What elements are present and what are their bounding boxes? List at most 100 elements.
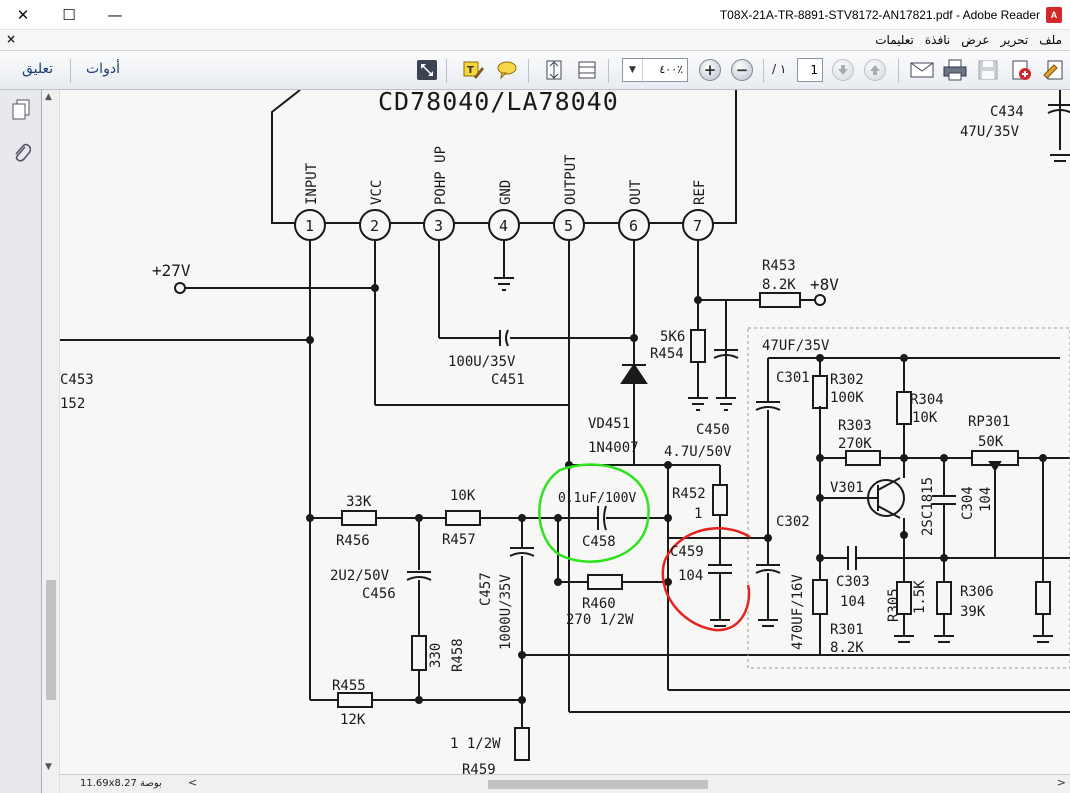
label-152: 152 bbox=[60, 396, 85, 412]
label-r304-val: 10K bbox=[912, 410, 938, 426]
label-c301-name: C301 bbox=[776, 370, 810, 386]
label-c458-name: C458 bbox=[582, 534, 616, 550]
menu-file[interactable]: ملف bbox=[1039, 33, 1062, 47]
label-r454-name: R454 bbox=[650, 346, 684, 362]
toolbar-separator bbox=[70, 59, 71, 83]
fit-width-button[interactable] bbox=[574, 57, 600, 83]
chevron-down-icon[interactable]: ▼ bbox=[623, 59, 643, 81]
scrollbar-thumb[interactable] bbox=[46, 580, 56, 700]
page-number-input[interactable]: 1 bbox=[797, 58, 823, 82]
create-pdf-icon bbox=[1012, 60, 1031, 80]
save-button[interactable] bbox=[975, 57, 1001, 83]
label-c457-name: C457 bbox=[478, 572, 494, 606]
highlight-icon: T bbox=[463, 61, 484, 79]
attachments-button[interactable] bbox=[9, 140, 33, 164]
menu-help[interactable]: تعليمات bbox=[875, 33, 914, 47]
vertical-scrollbar[interactable]: ▲ ▼ bbox=[42, 90, 60, 793]
label-c453: C453 bbox=[60, 372, 94, 388]
zoom-in-button[interactable]: + bbox=[697, 57, 723, 83]
horizontal-scrollbar[interactable]: < > bbox=[188, 776, 1066, 792]
label-c450-val: 4.7U/50V bbox=[664, 444, 732, 460]
minimize-window-button[interactable]: — bbox=[92, 0, 138, 30]
label-r305-val: 1.5K bbox=[912, 580, 928, 614]
page-total: / ١ bbox=[772, 62, 787, 76]
zoom-out-button[interactable]: − bbox=[729, 57, 755, 83]
fit-page-icon bbox=[546, 60, 562, 80]
document-view[interactable]: CD78040/LA78040 1 2 3 4 5 6 7 INPUT VCC … bbox=[60, 90, 1070, 774]
label-r302-name: R302 bbox=[830, 372, 864, 388]
menu-view[interactable]: عرض bbox=[961, 33, 990, 47]
fit-width-icon bbox=[578, 61, 596, 79]
pin-number: 5 bbox=[564, 217, 573, 235]
page-size-label: 11.69x8.27 بوصة bbox=[80, 778, 162, 789]
svg-text:T: T bbox=[467, 65, 474, 76]
schematic-drawing: CD78040/LA78040 1 2 3 4 5 6 7 INPUT VCC … bbox=[60, 90, 1070, 774]
pin-label: OUTPUT bbox=[563, 154, 579, 205]
pin-number: 3 bbox=[434, 217, 443, 235]
comment-pane-button[interactable]: تعليق bbox=[22, 61, 54, 77]
email-icon bbox=[910, 62, 934, 78]
title-bar: ✕ ☐ — T08X-21A-TR-8891-STV8172-AN17821.p… bbox=[0, 0, 1070, 30]
pin-label: OUT bbox=[628, 179, 644, 205]
toolbar-separator bbox=[446, 59, 447, 83]
scrollbar-thumb[interactable] bbox=[488, 780, 708, 789]
email-button[interactable] bbox=[909, 57, 935, 83]
label-r456-val: 33K bbox=[346, 494, 372, 510]
pin-number: 2 bbox=[370, 217, 379, 235]
paperclip-icon bbox=[15, 143, 31, 162]
scroll-left-icon[interactable]: < bbox=[188, 776, 198, 789]
pin-number: 6 bbox=[629, 217, 638, 235]
zoom-select[interactable]: ▼ ٤٠٠٪ bbox=[622, 58, 688, 82]
menu-bar: × ملف تحرير عرض نافذة تعليمات bbox=[0, 30, 1070, 51]
fullscreen-icon bbox=[417, 60, 437, 80]
pin-label: INPUT bbox=[304, 162, 320, 205]
label-r453-name: R453 bbox=[762, 258, 796, 274]
fullscreen-button[interactable] bbox=[414, 57, 440, 83]
fit-page-button[interactable] bbox=[541, 57, 567, 83]
sticky-note-button[interactable] bbox=[494, 57, 520, 83]
pin-label: GND bbox=[498, 180, 514, 205]
page-thumbnails-button[interactable] bbox=[9, 98, 33, 122]
close-window-button[interactable]: ✕ bbox=[0, 0, 46, 30]
label-c434-name: C434 bbox=[990, 104, 1024, 120]
label-r460-name: R460 bbox=[582, 596, 616, 612]
close-icon: ✕ bbox=[16, 6, 30, 24]
label-c459-val: 104 bbox=[678, 568, 703, 584]
scroll-right-icon[interactable]: > bbox=[1056, 776, 1066, 789]
label-c457-val: 1000U/35V bbox=[498, 574, 514, 650]
zoom-out-icon: − bbox=[731, 59, 753, 81]
prev-page-button[interactable] bbox=[862, 57, 888, 83]
menu-edit[interactable]: تحرير bbox=[1000, 33, 1029, 47]
ic-pins: 1 2 3 4 5 6 7 INPUT VCC POHP UP GND OUTP… bbox=[294, 146, 714, 241]
label-r455-name: R455 bbox=[332, 678, 366, 694]
label-r457-name: R457 bbox=[442, 532, 476, 548]
scroll-down-icon[interactable]: ▼ bbox=[45, 762, 52, 772]
label-rp301-val: 50K bbox=[978, 434, 1004, 450]
menu-items: ملف تحرير عرض نافذة تعليمات bbox=[875, 33, 1062, 47]
highlight-button[interactable]: T bbox=[460, 57, 486, 83]
label-r454-val: 5K6 bbox=[660, 329, 685, 345]
menu-window[interactable]: نافذة bbox=[924, 33, 951, 47]
label-r303-val: 270K bbox=[838, 436, 872, 452]
maximize-window-button[interactable]: ☐ bbox=[46, 0, 92, 30]
comment-bubble-icon bbox=[497, 61, 517, 80]
tools-pane-button[interactable]: أدوات bbox=[86, 61, 120, 77]
maximize-icon: ☐ bbox=[62, 6, 76, 24]
print-button[interactable] bbox=[942, 57, 968, 83]
ic-name: CD78040/LA78040 bbox=[378, 90, 619, 116]
create-pdf-button[interactable] bbox=[1008, 57, 1034, 83]
label-r305-name: R305 bbox=[886, 588, 902, 622]
label-r304-name: R304 bbox=[910, 392, 944, 408]
label-c456-val: 2U2/50V bbox=[330, 568, 390, 584]
scroll-up-icon[interactable]: ▲ bbox=[45, 92, 52, 102]
label-c456-name: C456 bbox=[362, 586, 396, 602]
pin-number: 7 bbox=[693, 217, 702, 235]
next-page-button[interactable] bbox=[830, 57, 856, 83]
label-r452-name: R452 bbox=[672, 486, 706, 502]
sign-button[interactable] bbox=[1041, 57, 1067, 83]
zoom-value: ٤٠٠٪ bbox=[659, 63, 683, 76]
pin-number: 1 bbox=[305, 217, 314, 235]
label-r303-name: R303 bbox=[838, 418, 872, 434]
close-document-button[interactable]: × bbox=[6, 32, 17, 46]
label-r306-val: 39K bbox=[960, 604, 986, 620]
